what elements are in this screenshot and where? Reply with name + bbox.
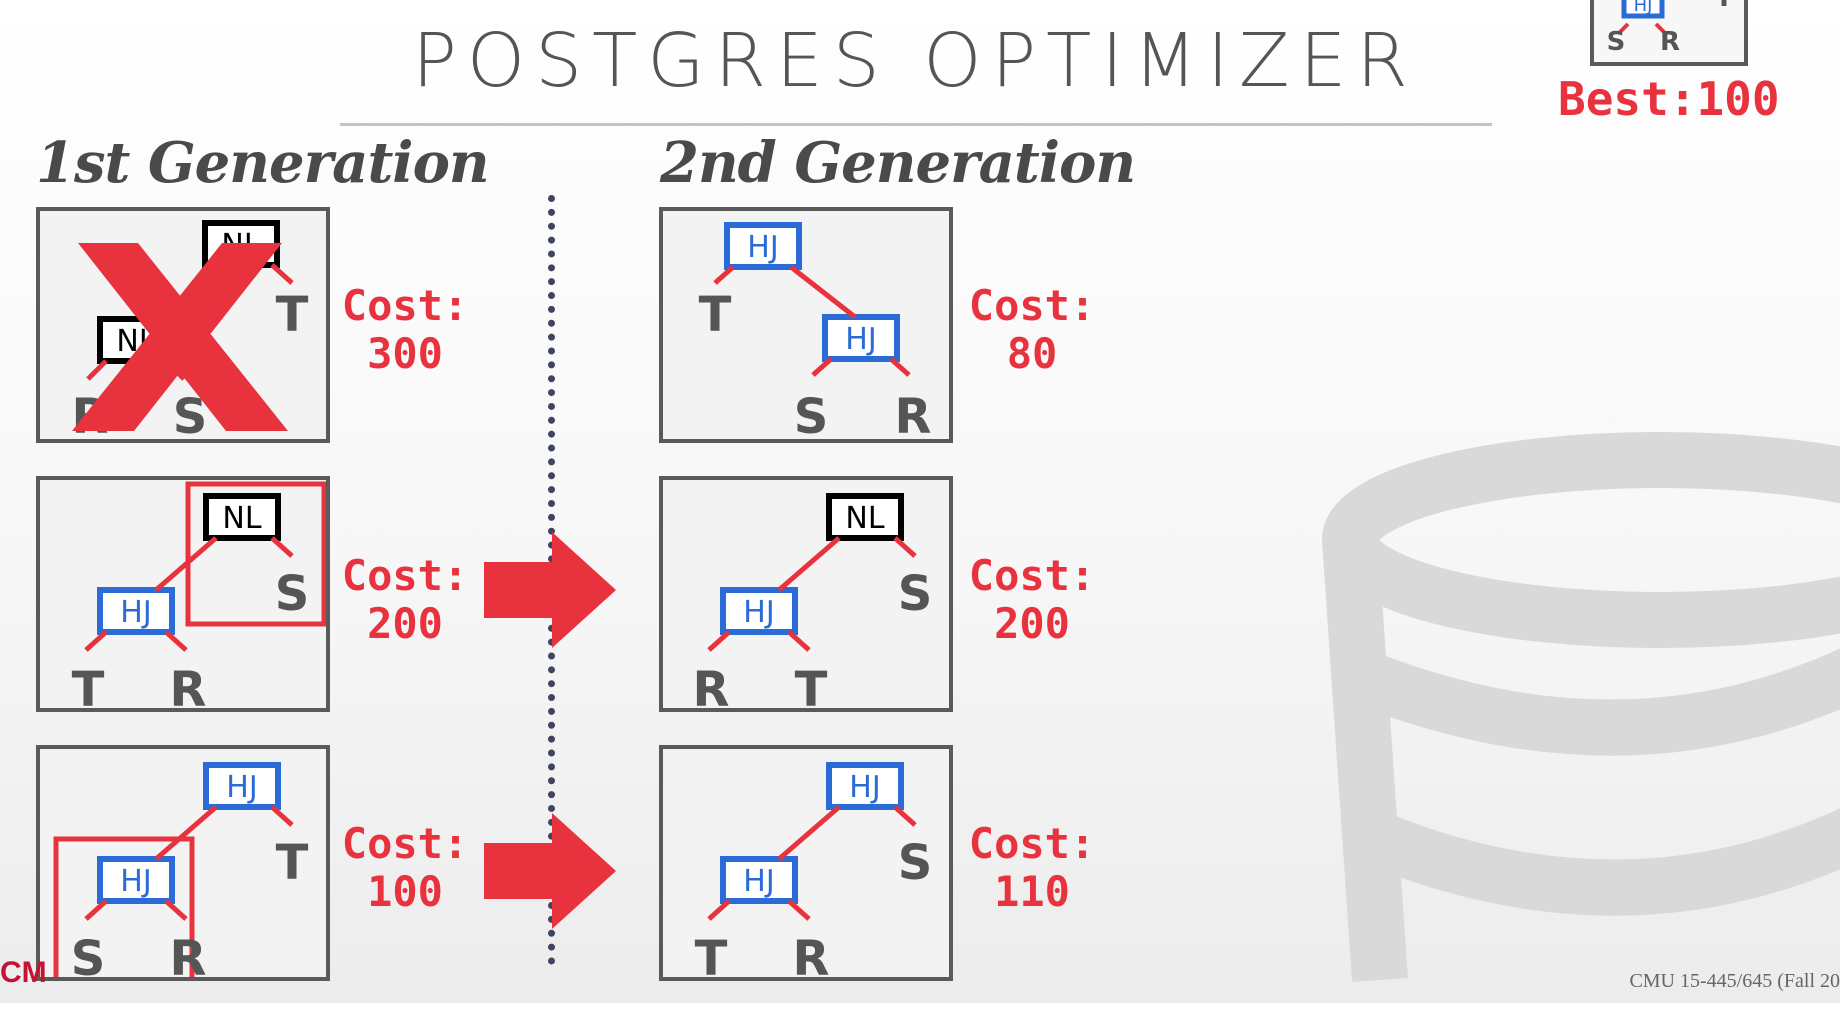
node-label: HJ (743, 595, 774, 630)
node-label: HJ (120, 864, 151, 899)
node-label: HJ (1634, 0, 1653, 16)
database-icon (1322, 432, 1840, 982)
leaf-label: S (898, 566, 933, 622)
query-plan-tree: NL HJ R T S (693, 493, 933, 712)
cost-label: Cost: (968, 551, 1096, 600)
hj-node (97, 856, 175, 904)
node-label: HJ (849, 770, 880, 805)
page-title: POSTGRES OPTIMIZER (412, 18, 1418, 104)
leaf-label: R (793, 931, 830, 981)
right-arrow-icon (484, 532, 616, 648)
leaf-label: R (1660, 27, 1680, 57)
second-generation-heading: 2nd Generation (660, 130, 1136, 196)
plan-card-g2-3: HJ HJ T R S (659, 745, 953, 981)
best-plan-tree: HJ S R T (1607, 0, 1733, 57)
cost-label: Cost: (341, 281, 469, 330)
hj-node (97, 587, 175, 635)
cost-g1-3: Cost: 100 (340, 820, 470, 916)
hj-node (720, 856, 798, 904)
leaf-label: T (695, 931, 728, 981)
cost-value: 80 (1006, 329, 1058, 378)
query-plan-tree: HJ HJ T S R (699, 222, 932, 443)
node-label: NL (845, 501, 884, 536)
cost-g2-3: Cost: 110 (967, 820, 1097, 916)
query-plan-tree: HJ HJ T R S (695, 762, 933, 981)
leaf-label: T (276, 835, 309, 891)
cost-g2-1: Cost: 80 (967, 282, 1097, 378)
nl-node (826, 493, 904, 541)
plan-card-g1-2: NL HJ T R S (36, 476, 330, 712)
leaf-label: R (895, 389, 932, 443)
cost-value: 110 (994, 867, 1070, 916)
cost-label: Cost: (341, 551, 469, 600)
cost-value: 300 (367, 329, 443, 378)
leaf-label: S (275, 566, 310, 622)
query-plan-tree: NL HJ T R S (72, 481, 326, 712)
cost-g2-2: Cost: 200 (967, 552, 1097, 648)
node-label: HJ (226, 770, 257, 805)
leaf-label: S (1607, 27, 1626, 57)
leaf-label: S (794, 389, 829, 443)
best-plan-card: HJ S R T (1590, 0, 1748, 66)
leaf-label: T (276, 287, 309, 343)
cost-value: 200 (994, 599, 1070, 648)
plan-card-g2-2: NL HJ R T S (659, 476, 953, 712)
hj-node (724, 222, 802, 270)
hj-node (822, 314, 900, 362)
node-label: NL (222, 501, 261, 536)
first-generation-heading: 1st Generation (36, 130, 490, 196)
plan-card-g1-3: HJ HJ S R T (36, 745, 330, 981)
cost-value: 200 (367, 599, 443, 648)
best-cost: Best:100 (1558, 72, 1780, 126)
subplan-highlight (53, 836, 195, 977)
hj-node (1621, 0, 1665, 19)
hj-node (720, 587, 798, 635)
title-rule (340, 123, 1492, 126)
leaf-label: R (693, 662, 730, 712)
leaf-label: T (795, 662, 828, 712)
cost-label: Cost: (968, 819, 1096, 868)
cost-label: Cost: (341, 819, 469, 868)
right-arrow-icon (484, 813, 616, 929)
query-plan-tree: HJ HJ S R T (53, 762, 309, 981)
course-footer: CMU 15-445/645 (Fall 20 (1629, 970, 1840, 992)
leaf-label: T (1715, 0, 1733, 13)
cost-g1-1: Cost: 300 (340, 282, 470, 378)
cost-label: Cost: (968, 281, 1096, 330)
leaf-label: S (898, 835, 933, 891)
leaf-label: R (170, 931, 207, 981)
hj-node (203, 762, 281, 810)
cost-value: 100 (367, 867, 443, 916)
leaf-label: T (699, 287, 732, 343)
hj-node (826, 762, 904, 810)
query-plan-tree: NL NL R S T (72, 220, 309, 439)
cost-g1-2: Cost: 200 (340, 552, 470, 648)
node-label: HJ (120, 595, 151, 630)
plan-card-g1-1: NL NL R S T (36, 207, 330, 443)
eliminated-x-icon (72, 243, 288, 431)
nl-node (203, 493, 281, 541)
node-label: HJ (845, 322, 876, 357)
leaf-label: R (170, 662, 207, 712)
node-label: HJ (743, 864, 774, 899)
node-label: HJ (747, 230, 778, 265)
leaf-label: S (71, 931, 106, 981)
subplan-highlight (185, 481, 326, 627)
cmu-logo: CM (0, 956, 47, 989)
leaf-label: T (72, 662, 105, 712)
plan-card-g2-1: HJ HJ T S R (659, 207, 953, 443)
